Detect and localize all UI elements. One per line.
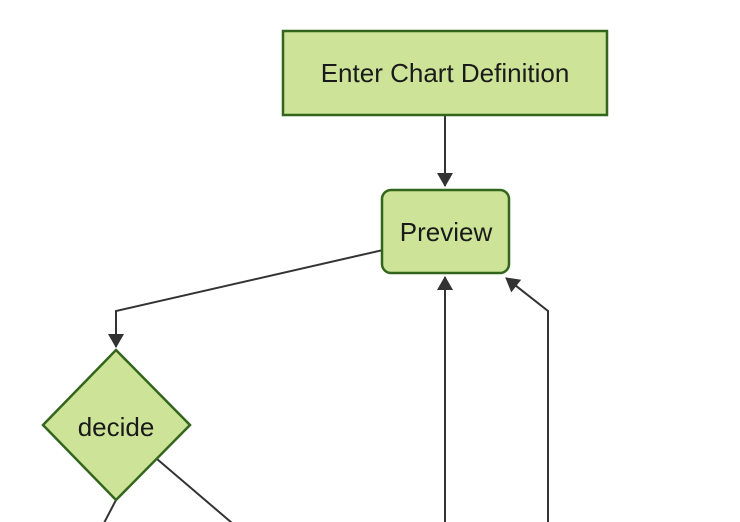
node-decide: decide [41,348,192,502]
node-preview-label: Preview [400,217,493,247]
node-preview: Preview [380,188,511,275]
edge-decide-down-left [103,499,117,522]
node-enter-chart-definition-label: Enter Chart Definition [321,58,570,88]
edge-decide-down-right [156,458,233,522]
node-preview-shape [380,188,511,275]
node-enter-chart-definition: Enter Chart Definition [281,29,609,117]
node-decide-shape [41,348,192,502]
node-decide-label: decide [78,412,155,442]
node-enter-chart-definition-shape [281,29,609,117]
edge-preview-to-decide [108,249,384,348]
edge-bottom-right-to-preview [505,277,549,522]
